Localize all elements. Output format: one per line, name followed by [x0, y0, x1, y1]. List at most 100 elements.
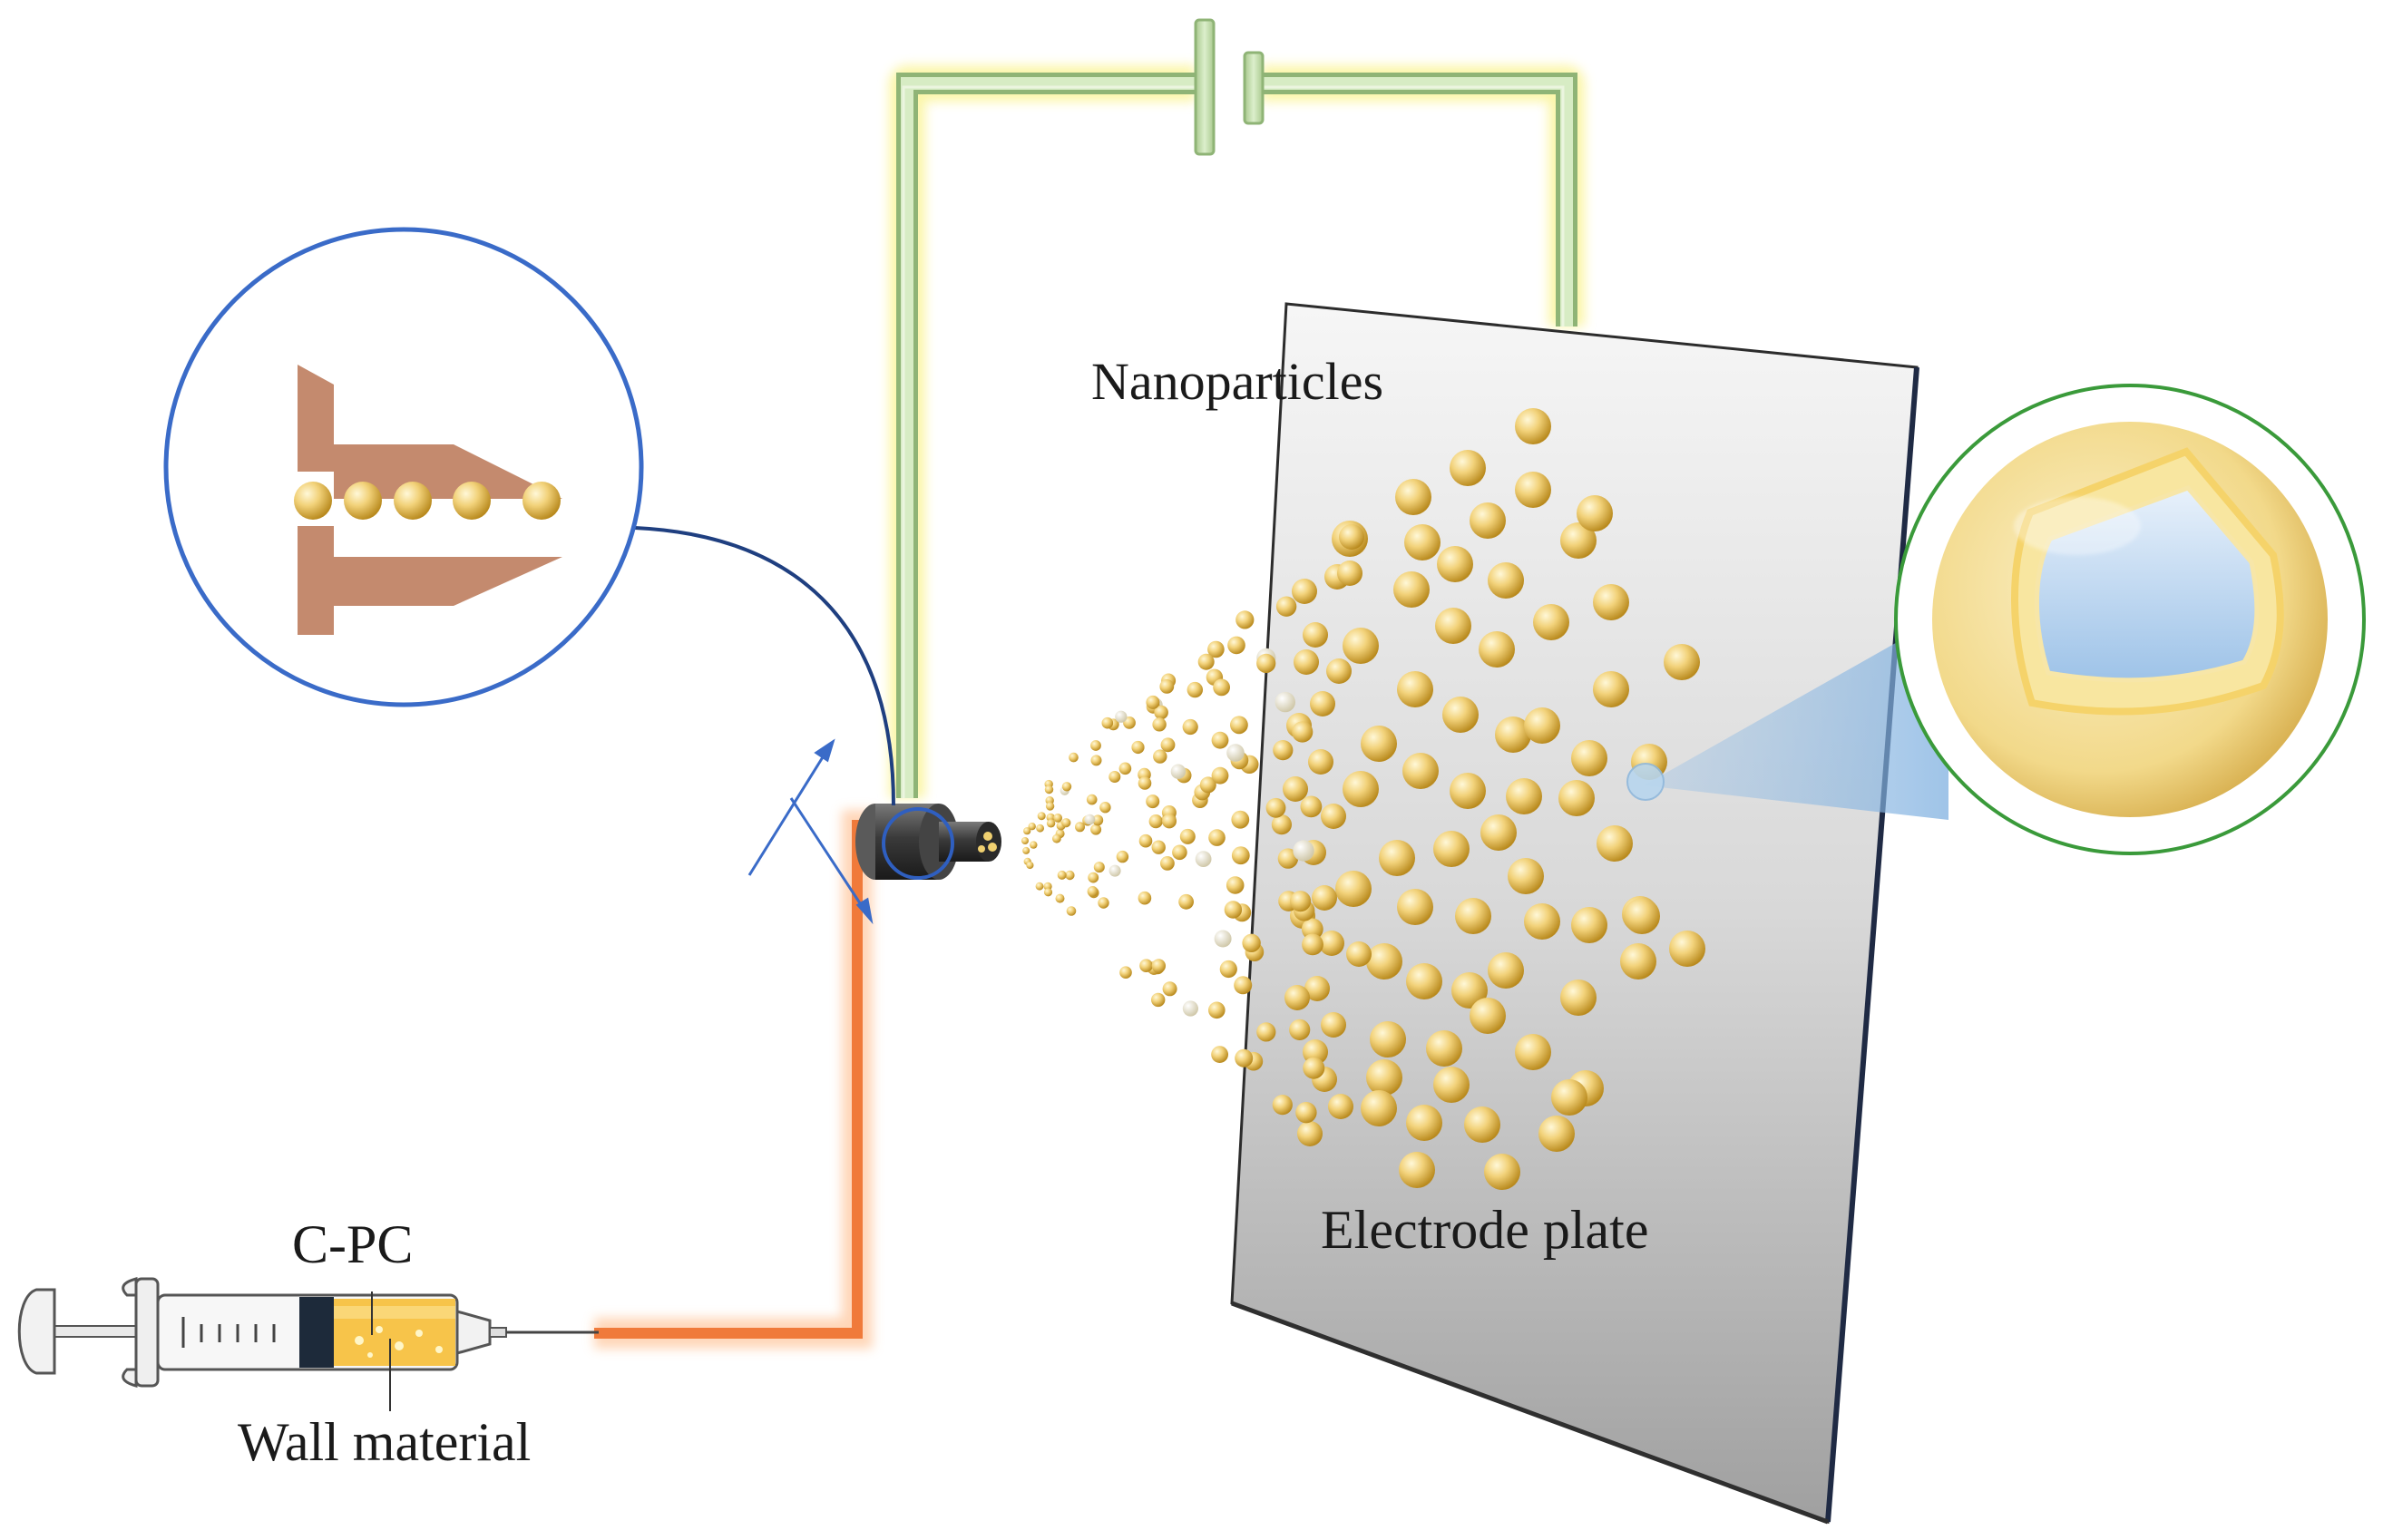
nanoparticle	[1293, 840, 1314, 862]
nanoparticle	[1397, 671, 1433, 707]
nanoparticle	[1182, 1000, 1198, 1017]
nanoparticle	[1551, 1079, 1587, 1116]
nanoparticle	[1234, 976, 1253, 995]
nanoparticle	[1321, 1012, 1346, 1038]
nanoparticle	[1226, 876, 1245, 894]
nanoparticle	[1304, 976, 1330, 1001]
nanoparticle	[1214, 930, 1232, 948]
nanoparticle	[1577, 495, 1613, 531]
nanoparticle	[1069, 752, 1079, 763]
nanoparticle	[1057, 870, 1067, 880]
nanoparticle	[1515, 1034, 1551, 1070]
nanoparticle	[1495, 716, 1531, 753]
nanoparticle	[1182, 718, 1198, 736]
nanoparticle	[1524, 903, 1560, 940]
nanoparticle	[1199, 776, 1216, 794]
nanoparticle	[1506, 778, 1542, 814]
nanoparticle	[1138, 776, 1152, 790]
nanoparticle	[1515, 408, 1551, 444]
nanoparticle	[1146, 794, 1160, 809]
nanoparticle	[1450, 450, 1486, 486]
nanoparticle	[1028, 823, 1036, 831]
nanoparticle	[1339, 524, 1364, 550]
nanoparticle	[1624, 898, 1660, 934]
nanoparticle	[1030, 841, 1038, 849]
nanoparticle	[1256, 653, 1276, 674]
nanoparticle	[1052, 833, 1061, 843]
nanoparticle	[1172, 844, 1187, 861]
nanoparticle	[1335, 871, 1372, 907]
nanoparticle	[1131, 740, 1145, 755]
nanoparticle	[1470, 502, 1506, 539]
nanoparticle	[1036, 824, 1044, 833]
nanoparticle	[1092, 814, 1104, 826]
nanoparticle	[1224, 901, 1243, 919]
core-material-label: C-PC	[292, 1214, 414, 1274]
nanoparticle	[1361, 1090, 1397, 1126]
nanoparticle	[1208, 1001, 1226, 1019]
nanoparticle	[1197, 653, 1215, 670]
nanoparticle	[1170, 764, 1187, 779]
nanoparticle	[1321, 804, 1346, 829]
nanoparticle	[1123, 716, 1136, 729]
nanoparticle	[1053, 814, 1062, 823]
nanoparticle	[1227, 636, 1245, 655]
nozzle-icon	[855, 804, 1001, 880]
nanoparticle	[1524, 707, 1560, 744]
nanoparticle	[1139, 959, 1153, 972]
needle-tip-icon	[294, 365, 562, 635]
nanoparticle	[1560, 980, 1597, 1016]
nanoparticle	[1508, 858, 1544, 894]
nanoparticle	[1160, 856, 1175, 871]
nanoparticle	[1289, 1019, 1311, 1040]
nanoparticle	[1178, 893, 1194, 910]
nanoparticle	[1275, 691, 1296, 713]
nanoparticle	[1470, 998, 1506, 1034]
nanoparticle	[1242, 933, 1261, 953]
nanoparticle	[1213, 678, 1230, 697]
nanoparticle	[1343, 771, 1379, 807]
nanoparticle	[1664, 644, 1700, 680]
nanoparticle	[1620, 943, 1656, 980]
highlighted-particle	[1626, 763, 1665, 801]
capsule-zoom-callout	[1894, 384, 2366, 855]
nanoparticle	[1277, 848, 1299, 869]
nanoparticle	[1292, 579, 1317, 604]
nanoparticle	[1055, 893, 1065, 903]
nanoparticle	[1066, 906, 1077, 916]
nanoparticle	[1151, 840, 1166, 854]
nanoparticle	[1187, 681, 1204, 698]
nanoparticle	[1346, 941, 1372, 967]
nanoparticle	[1098, 897, 1109, 909]
electrode-plate	[1230, 302, 1919, 1525]
nanoparticle	[1265, 797, 1286, 818]
nanoparticle	[1308, 749, 1333, 775]
nanoparticle	[1488, 952, 1524, 989]
nanoparticle	[1086, 794, 1098, 805]
nanoparticle	[1571, 740, 1607, 776]
nanoparticle	[1303, 1057, 1325, 1079]
nanoparticle	[1023, 827, 1031, 835]
nanoparticle	[1219, 960, 1237, 979]
nanoparticle	[1366, 943, 1402, 980]
nanoparticle	[1558, 780, 1595, 816]
nanoparticle	[1406, 963, 1442, 999]
nanoparticle	[1208, 829, 1226, 846]
nanoparticle	[1515, 472, 1551, 508]
nanoparticle	[1151, 959, 1167, 973]
nanoparticle	[1256, 1022, 1276, 1042]
nanoparticle	[1480, 814, 1517, 851]
nanoparticle	[1593, 671, 1629, 707]
nanoparticle	[1115, 710, 1128, 723]
nanoparticle	[1484, 1154, 1520, 1190]
nanoparticle	[1370, 1021, 1406, 1058]
nanoparticle	[1035, 882, 1044, 891]
nanoparticle	[1207, 640, 1225, 658]
nanoparticle	[1488, 562, 1524, 599]
nanoparticle	[1404, 524, 1441, 560]
nanoparticle	[1043, 888, 1053, 897]
nanoparticle	[1290, 891, 1312, 912]
electrode-plate-label: Electrode plate	[1321, 1200, 1649, 1260]
nanoparticle	[1379, 840, 1415, 876]
nanoparticle	[1337, 560, 1362, 586]
